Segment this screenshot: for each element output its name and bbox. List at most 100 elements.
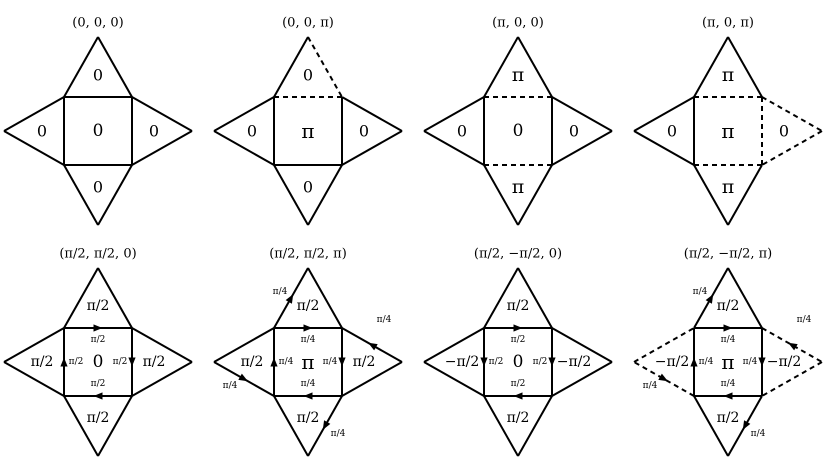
panel-title: (π/2, π/2, 0) [59,247,136,262]
edge-right-bottom [551,130,613,166]
edge-top-right [97,267,133,329]
arrow-top [723,324,733,332]
side-flux-label: π/2 [91,379,106,389]
arrow-bottom [303,392,313,400]
arrow-bottom [723,392,733,400]
edge-left-bottom [3,361,65,397]
side-flux-label: π/4 [301,379,316,389]
side-flux-label: π/4 [693,287,708,297]
edge-right-bottom [131,361,193,397]
edge-left-top [633,96,695,132]
side-flux-label: π/4 [301,335,316,345]
center-label: π [301,119,314,143]
side-flux-label: π/2 [511,335,526,345]
edge-bottom-left [63,164,99,226]
panel-title: (π, 0, 0) [492,16,544,31]
arrow-right [548,357,556,367]
edge-right-bottom [551,361,613,397]
bottom-triangle-label: π/2 [507,410,530,426]
bottom-triangle-label: π [722,176,735,198]
edge-top-right [517,267,553,329]
edge-bottom-right [307,164,343,226]
edge-top-right [727,267,763,329]
arrow-bottom [513,392,523,400]
side-flux-label: π/4 [279,357,294,367]
side-flux-label: π/4 [721,379,736,389]
edge-left-top [633,327,695,363]
edge-left-top [423,327,485,363]
edge-right-bottom [341,130,403,166]
center-label: π [301,350,314,374]
left-triangle-label: 0 [37,122,47,141]
side-flux-label: π/4 [273,287,288,297]
edge-bottom-left [693,164,729,226]
bottom-triangle-label: 0 [93,178,103,197]
edge-bottom-left [693,395,729,457]
edge-left-bottom [423,361,485,397]
right-triangle-label: −π/2 [557,354,592,370]
arrow-left-triangle [658,373,668,382]
arrow-bottom [93,392,103,400]
arrow-bottom-triangle [322,420,331,430]
top-triangle-label: π/2 [507,298,530,314]
side-flux-label: π/2 [91,335,106,345]
bottom-triangle-label: 0 [303,178,313,197]
edge-left-bottom [3,130,65,166]
edge-right-top [551,327,613,363]
edge-bottom-right [727,164,763,226]
edge-top-left [63,267,99,329]
center-label: 0 [513,352,524,372]
arrow-top-triangle [285,294,294,304]
arrow-left-triangle [238,373,248,382]
side-flux-label: π/4 [223,381,238,391]
side-flux-label: π/4 [331,429,346,439]
edge-right-top [131,96,193,132]
top-triangle-label: π/2 [87,298,110,314]
left-triangle-label: −π/2 [445,354,480,370]
right-triangle-label: 0 [569,122,579,141]
edge-left-bottom [633,130,695,166]
edge-bottom-right [97,395,133,457]
edge-left-top [3,96,65,132]
right-triangle-label: 0 [779,122,789,141]
edge-right-top [131,327,193,363]
edge-top-left [483,267,519,329]
edge-bottom-left [63,395,99,457]
center-label: 0 [93,121,104,141]
edge-right-top [761,96,823,132]
bottom-triangle-label: π [512,176,525,198]
edge-bottom-left [273,164,309,226]
center-label: 0 [93,352,104,372]
side-flux-label: π/4 [699,357,714,367]
panel-title: (0, 0, π) [282,16,334,31]
right-triangle-label: −π/2 [767,354,802,370]
center-label: π [721,119,734,143]
edge-right-bottom [131,130,193,166]
side-flux-label: π/2 [489,357,504,367]
edge-bottom-left [273,395,309,457]
side-flux-label: π/4 [743,357,758,367]
side-flux-label: π/4 [751,429,766,439]
edge-left-bottom [633,361,695,397]
top-triangle-label: π/2 [717,298,740,314]
edge-left-top [3,327,65,363]
edge-bottom-right [517,164,553,226]
side-flux-label: π/4 [643,381,658,391]
arrow-right [128,357,136,367]
left-triangle-label: 0 [667,122,677,141]
right-triangle-label: 0 [359,122,369,141]
edge-right-bottom [341,361,403,397]
side-flux-label: π/2 [511,379,526,389]
side-flux-label: π/4 [721,335,736,345]
side-flux-label: π/2 [533,357,548,367]
edge-right-top [551,96,613,132]
left-triangle-label: −π/2 [655,354,690,370]
side-flux-label: π/4 [797,315,812,325]
edge-left-bottom [213,130,275,166]
